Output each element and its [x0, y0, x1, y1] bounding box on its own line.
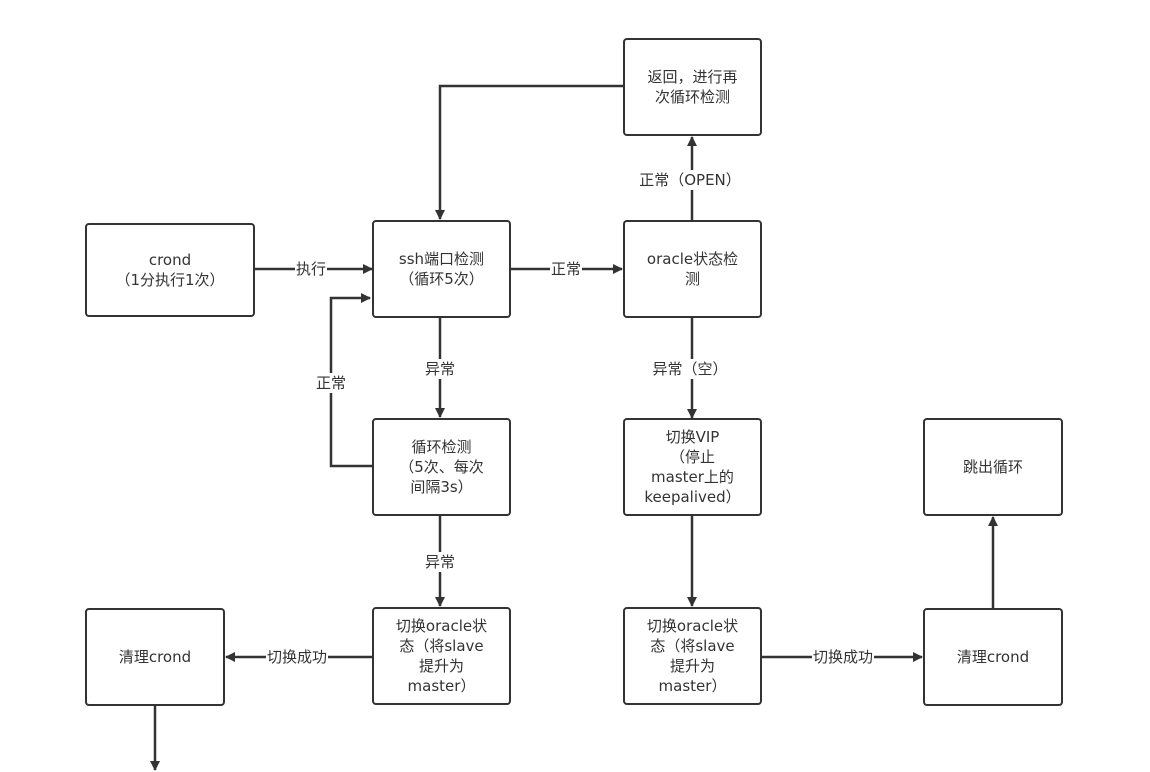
edge-label-abnormal-empty: 异常（空）: [651, 359, 729, 379]
node-loop-check: 循环检测 （5次、每次 间隔3s）: [372, 418, 511, 516]
node-clean-crond-left: 清理crond: [85, 608, 225, 706]
edge-label-execute: 执行: [294, 259, 328, 279]
node-return-loop-label: 返回，进行再 次循环检测: [647, 68, 738, 106]
node-switch-oracle-left-label: 切换oracle状 态（将slave 提升为 master）: [395, 617, 488, 695]
node-clean-crond-right-label: 清理crond: [956, 648, 1030, 666]
edge-label-abnormal-ssh: 异常: [423, 359, 457, 379]
edge-label-normal-ssh-oracle: 正常: [549, 259, 583, 279]
node-switch-vip-label: 切换VIP （停止 master上的 keepalived）: [644, 428, 741, 506]
node-loop-check-label: 循环检测 （5次、每次 间隔3s）: [399, 438, 484, 496]
node-clean-crond-left-label: 清理crond: [118, 648, 192, 666]
node-switch-vip: 切换VIP （停止 master上的 keepalived）: [623, 418, 762, 516]
edge-label-switch-success-left: 切换成功: [265, 647, 329, 667]
node-oracle-check-label: oracle状态检 测: [646, 250, 739, 288]
node-crond: crond （1分执行1次）: [85, 223, 255, 317]
arrow-return-to-ssh: [435, 84, 623, 220]
node-ssh-check: ssh端口检测 （循环5次）: [372, 220, 511, 318]
node-oracle-check: oracle状态检 测: [623, 220, 762, 318]
node-switch-oracle-right-label: 切换oracle状 态（将slave 提升为 master）: [646, 617, 739, 695]
node-switch-oracle-right: 切换oracle状 态（将slave 提升为 master）: [623, 607, 762, 705]
node-crond-label: crond （1分执行1次）: [115, 251, 225, 289]
edge-label-normal-open: 正常（OPEN）: [638, 170, 742, 190]
node-clean-crond-right: 清理crond: [923, 608, 1063, 706]
node-exit-loop-label: 跳出循环: [962, 458, 1023, 476]
node-exit-loop: 跳出循环: [923, 418, 1063, 516]
node-ssh-check-label: ssh端口检测 （循环5次）: [398, 250, 485, 288]
node-return-loop: 返回，进行再 次循环检测: [623, 38, 762, 136]
edge-label-normal-loop-back: 正常: [314, 373, 348, 393]
edge-label-switch-success-right: 切换成功: [811, 647, 875, 667]
node-switch-oracle-left: 切换oracle状 态（将slave 提升为 master）: [372, 607, 511, 705]
edge-label-abnormal-loop: 异常: [423, 552, 457, 572]
